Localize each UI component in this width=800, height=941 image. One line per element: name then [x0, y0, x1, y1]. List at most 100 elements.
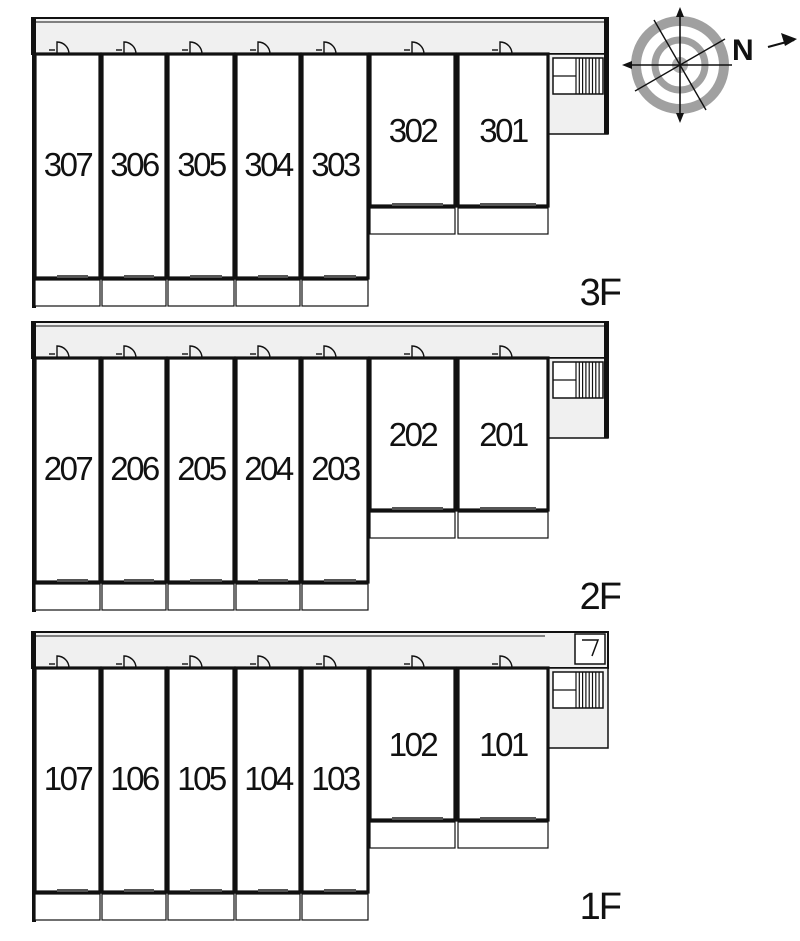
unit-room [234, 666, 302, 894]
door-swing [499, 345, 513, 359]
door-icon [316, 655, 337, 669]
door-swing [323, 655, 337, 669]
balcony [167, 893, 235, 921]
unit-305: 305 [166, 41, 236, 307]
unit-206: 206 [100, 345, 168, 611]
unit-204: 204 [234, 345, 302, 611]
landing-wall [604, 322, 609, 438]
floor-label: 3F [580, 272, 621, 314]
door-swing [189, 41, 203, 55]
mailbox-icon [574, 633, 606, 665]
door-icon [316, 345, 337, 359]
window [258, 889, 288, 892]
unit-306: 306 [100, 41, 168, 307]
balcony [369, 511, 456, 539]
balcony [167, 583, 235, 611]
door-icon [250, 345, 271, 359]
mailbox-frame [574, 633, 606, 665]
window [124, 889, 154, 892]
window [57, 579, 88, 582]
door-icon [49, 345, 70, 359]
unit-number: 202 [389, 416, 438, 453]
window [124, 275, 154, 278]
balcony [101, 583, 167, 611]
balcony [34, 583, 101, 611]
unit-304: 304 [234, 41, 302, 307]
landing-wall [604, 18, 609, 134]
door-swing [323, 41, 337, 55]
unit-205: 205 [166, 345, 236, 611]
unit-room [456, 52, 550, 208]
window [124, 579, 154, 582]
door-swing [123, 345, 137, 359]
unit-number: 302 [389, 112, 438, 149]
door-icon [404, 655, 425, 669]
door-swing [499, 655, 513, 669]
unit-303: 303 [300, 41, 370, 307]
north-arrow-icon: N [732, 33, 797, 67]
balcony [235, 279, 301, 307]
window [324, 579, 356, 582]
stair-frame [552, 57, 604, 95]
window [392, 507, 443, 510]
unit-number: 105 [177, 760, 226, 797]
unit-room [100, 356, 168, 584]
window [190, 579, 222, 582]
floor-label: 2F [580, 576, 621, 618]
unit-number: 106 [110, 760, 159, 797]
unit-107: 107 [33, 655, 102, 921]
unit-number: 203 [311, 450, 360, 487]
door-icon [404, 345, 425, 359]
door-swing [123, 655, 137, 669]
unit-201: 201 [456, 345, 550, 539]
balcony [301, 583, 369, 611]
corridor [31, 321, 609, 359]
door-icon [49, 655, 70, 669]
unit-207: 207 [33, 345, 102, 611]
balcony [301, 279, 369, 307]
unit-106: 106 [100, 655, 168, 921]
unit-number: 301 [479, 112, 528, 149]
unit-room [456, 356, 550, 512]
window [190, 275, 222, 278]
door-swing [323, 345, 337, 359]
window [57, 889, 88, 892]
balcony [167, 279, 235, 307]
unit-307: 307 [33, 41, 102, 307]
window [480, 203, 536, 206]
door-icon [116, 41, 137, 55]
door-swing [257, 655, 271, 669]
balcony [101, 893, 167, 921]
staircase-icon [552, 361, 604, 399]
balcony [457, 511, 549, 539]
door-icon [492, 655, 513, 669]
window [57, 275, 88, 278]
door-swing [257, 345, 271, 359]
unit-number: 201 [479, 416, 528, 453]
unit-number: 207 [44, 450, 93, 487]
unit-301: 301 [456, 41, 550, 235]
door-icon [182, 41, 203, 55]
mailbox-symbol [582, 639, 600, 657]
balcony [235, 583, 301, 611]
unit-202: 202 [368, 345, 457, 539]
unit-number: 204 [244, 450, 294, 487]
staircase-icon [552, 671, 604, 709]
window [258, 579, 288, 582]
door-icon [182, 655, 203, 669]
window [190, 889, 222, 892]
window [392, 203, 443, 206]
door-icon [492, 345, 513, 359]
unit-room [300, 356, 370, 584]
door-icon [404, 41, 425, 55]
corridor [31, 17, 609, 55]
door-swing [411, 655, 425, 669]
stair-frame [552, 361, 604, 399]
unit-room [166, 356, 236, 584]
unit-number: 303 [311, 146, 360, 183]
floor-label: 1F [580, 886, 621, 928]
unit-room [300, 666, 370, 894]
unit-302: 302 [368, 41, 457, 235]
